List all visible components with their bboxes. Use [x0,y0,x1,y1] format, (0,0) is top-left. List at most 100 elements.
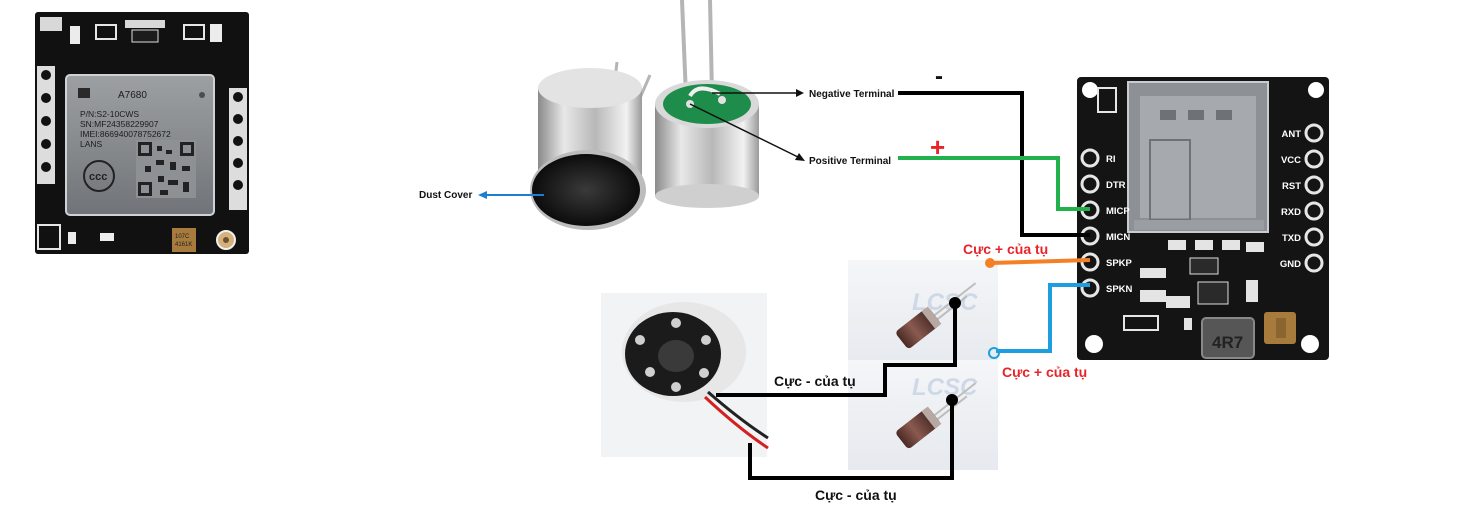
a7680-pin1-dot [199,92,205,98]
a7680-silkscreen [183,24,205,40]
chip-partnumber: P/N:S2-10CWS [80,109,139,119]
cap-bottom-negative-label: Cực - của tụ [815,487,897,503]
left-pin-label: SPKP [1106,258,1133,269]
wire-cap-positive-to-spkp [989,258,1091,265]
dust-cover-label: Dust Cover [419,190,472,201]
wire-speaker-to-cap-bottom-negative [748,400,954,480]
right-pin-pad [1304,149,1324,169]
board-tantalum-stripe [1276,318,1286,338]
left-pin-label: MICN [1106,232,1130,243]
positive-terminal-label: Positive Terminal [809,156,891,167]
a7680-silkscreen [37,224,61,250]
capacitor-labels: Cực + của tụ Cực + của tụ Cực - của tụ C… [774,241,1087,503]
board-smd-part [1168,240,1186,250]
blue-terminal-dot [988,347,1000,359]
cap-bottom-positive-label: Cực + của tụ [1002,364,1087,380]
right-pin-label: VCC [1281,155,1301,166]
a7680-smd-part [100,233,114,241]
cap-top-positive-label: Cực + của tụ [963,241,1048,257]
inductor-label: 4R7 [1212,333,1243,352]
left-pin-pad [1080,174,1100,194]
plus-sign: + [930,132,945,162]
wire-mic-positive-to-micp [898,156,1090,211]
speaker-vent [671,382,681,392]
mic-solder-pad [718,96,726,104]
ipex-center [223,237,229,243]
board-smd-part [1166,296,1190,308]
a7680-silkscreen [95,24,117,40]
a7680-ic-small [131,29,159,43]
a7680-smd-part [68,232,76,244]
mic-annotations: Negative Terminal Positive Terminal Dust… [419,63,945,201]
speaker-vent [635,335,645,345]
left-pin-pad [1080,278,1100,298]
board-smd-part [1246,280,1258,302]
right-pin-label: ANT [1281,129,1301,140]
right-pin-pad [1304,253,1324,273]
mic-front-top [538,68,642,108]
right-pin-pad [1304,123,1324,143]
right-pin-label: TXD [1282,233,1301,244]
arrow-head-icon [795,153,805,161]
a7680-smd-part [210,24,222,42]
minus-sign: - [935,63,943,90]
a7680-smd-part [125,20,165,28]
board-smd-part [1184,318,1192,330]
positive-terminal-pointer [689,103,801,159]
mic-lead [708,0,714,95]
svg-text:ccc: ccc [89,171,107,183]
electret-microphone [530,0,759,230]
cap-code-2: 4161K [175,242,192,248]
speaker-wire-red [703,395,769,450]
chip-serial: SN:MF24358229907 [80,119,159,129]
speaker-vent [645,367,655,377]
speaker [601,293,769,457]
left-pin-pad [1080,148,1100,168]
ccc-certification-mark: ccc [83,160,115,192]
cap-code-1: 107C [175,234,190,240]
capacitor-watermark-bottom: LCSC [912,374,978,401]
right-pin-pad [1304,201,1324,221]
orange-terminal-dot [985,258,995,268]
a7680-smd-part [70,26,80,44]
wires [716,91,1091,480]
right-pin-pad [1304,227,1324,247]
mic-back-bottom [655,184,759,208]
arrow-head-icon [478,191,487,199]
right-pin-label: GND [1280,259,1301,270]
mounting-hole [1085,335,1103,353]
a7680-tantalum-cap [172,228,196,252]
board-smd-part [1195,240,1213,250]
right-pin-label: RST [1282,181,1301,192]
mounting-hole [1082,82,1098,98]
cap-top-negative-dot [949,297,961,309]
mounting-hole [1301,335,1319,353]
left-pin-label: MICP [1106,206,1130,217]
a7680-left-pads [37,66,55,184]
speaker-wire-black [707,390,769,440]
speaker-vent [701,335,711,345]
board-smd-part [1140,268,1166,278]
qr-code [136,140,196,198]
cap-bottom-negative-dot [946,394,958,406]
wire-mic-negative-to-micn [898,91,1090,237]
sim-card-slot [1127,81,1269,233]
board-ic [1189,257,1219,275]
chip-lans: LANS [80,139,103,149]
board-ic [1197,281,1229,305]
mic-lead [680,0,688,97]
chip-imei: IMEI:866940078752672 [80,129,171,139]
inductor [1201,317,1255,359]
wire-speaker-to-cap-top-negative [716,303,957,397]
right-pin-pad [1304,175,1324,195]
chip-model: A7680 [118,90,147,101]
left-pin-label: SPKN [1106,284,1133,295]
cap-top-negative-label: Cực - của tụ [774,373,856,389]
arrow-head-icon [796,89,804,97]
board-smd-part [1140,290,1166,302]
a7680-right-pads [229,88,247,210]
capacitor-photos: LCSC LCSC [848,260,998,470]
